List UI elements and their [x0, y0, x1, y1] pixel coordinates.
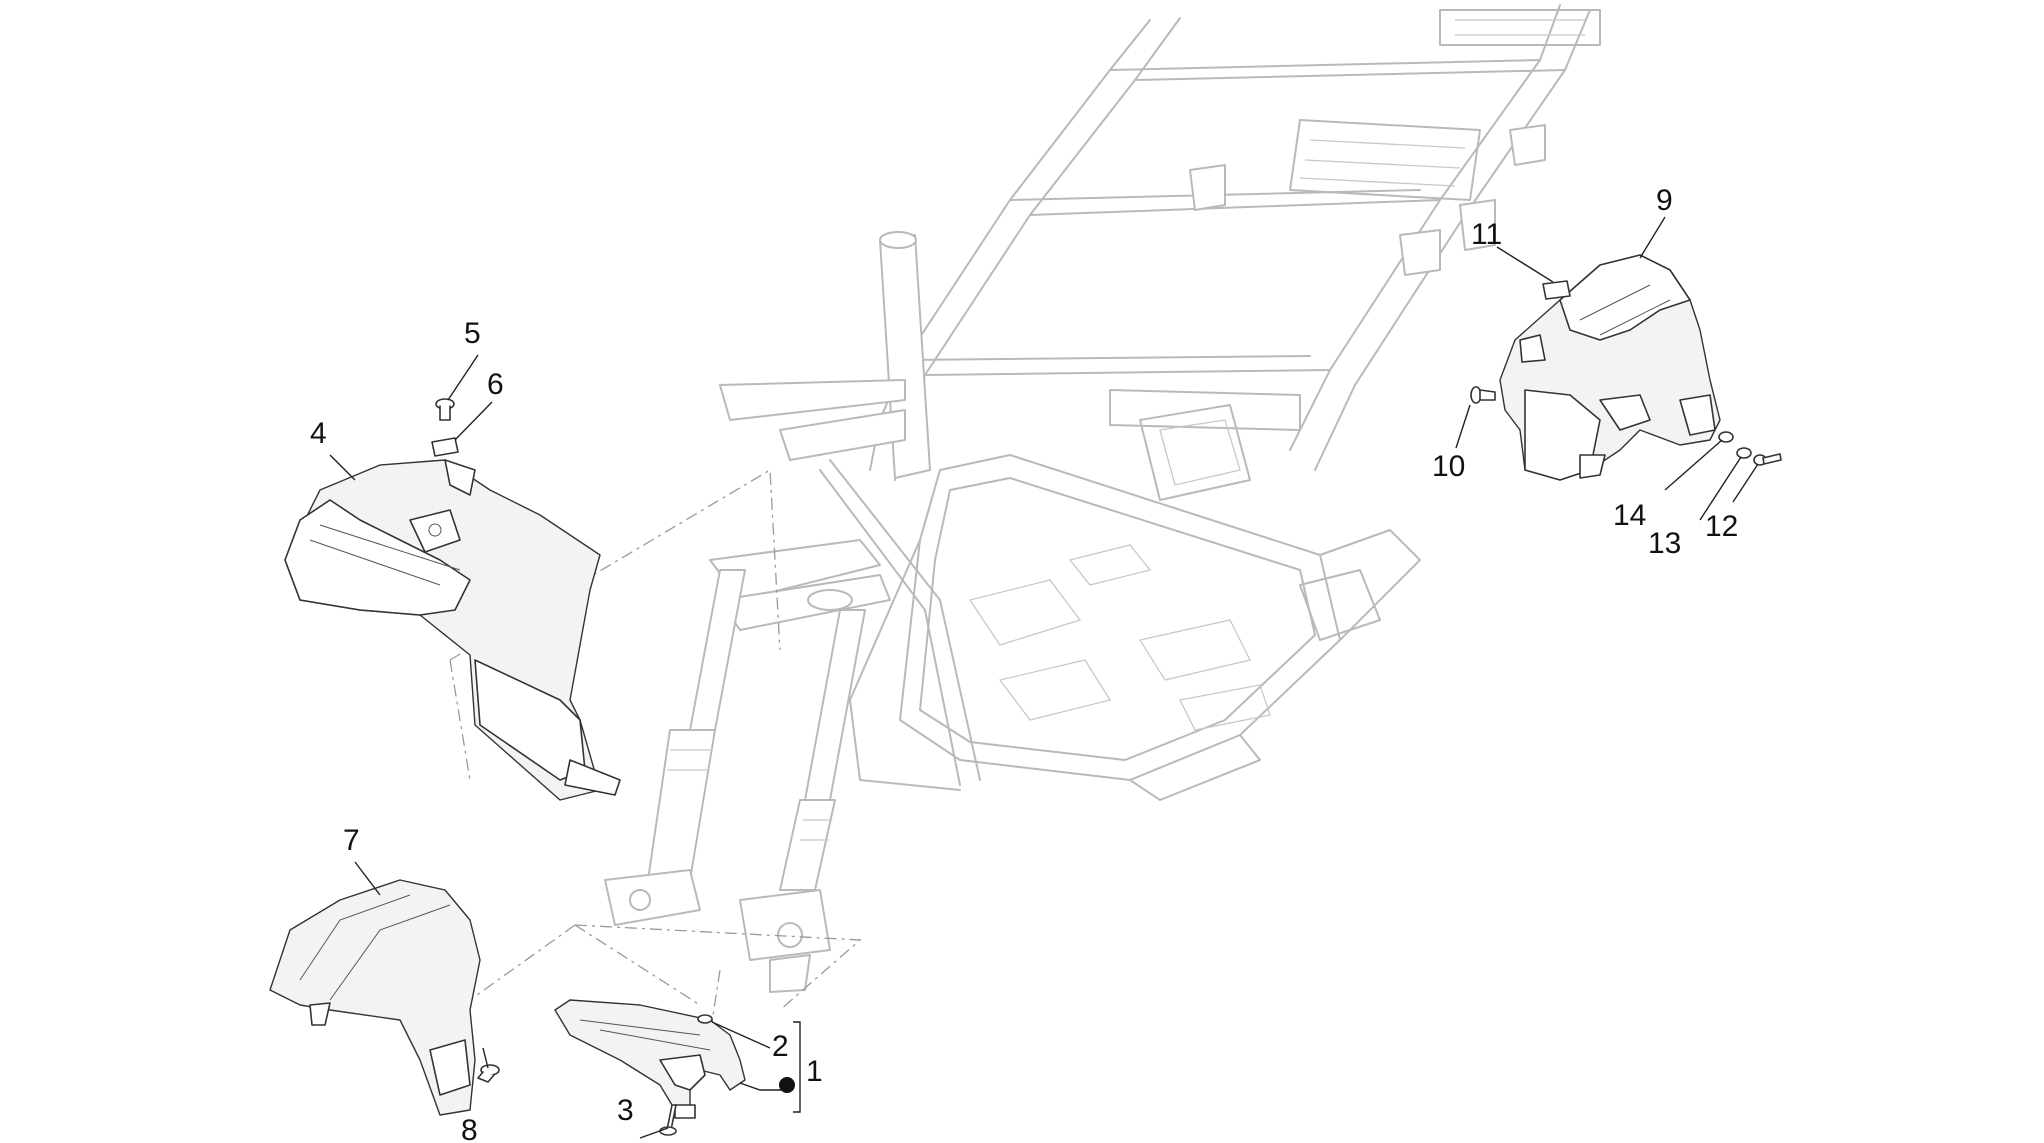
callout-10: 10 — [1432, 450, 1465, 483]
part-5-screw — [435, 398, 455, 421]
part-7-front-mudguard — [269, 879, 481, 1116]
steering-head-and-forks — [604, 231, 931, 993]
part-1-fork-guard — [554, 999, 746, 1119]
callout-8: 8 — [461, 1114, 478, 1143]
callout-14: 14 — [1613, 499, 1646, 532]
part-11-clip-nut — [1542, 280, 1571, 300]
part-8-screw — [477, 1064, 500, 1083]
callout-1: 1 — [806, 1055, 823, 1088]
part-4-front-splash-shield — [284, 459, 621, 801]
part-9-rear-mudguard — [1499, 254, 1721, 481]
part-14-spacer — [1718, 431, 1734, 443]
part-13-washer — [1736, 447, 1752, 459]
callout-6: 6 — [487, 368, 504, 401]
callout-4: 4 — [310, 417, 327, 450]
callout-5: 5 — [464, 317, 481, 350]
part-12-screw — [1753, 453, 1782, 466]
callout-2: 2 — [772, 1030, 789, 1063]
callout-labels: 1 2 3 4 5 6 7 8 9 10 11 12 13 14 — [310, 184, 1738, 1143]
callout-7: 7 — [343, 824, 360, 857]
callout-12: 12 — [1705, 510, 1738, 543]
callout-13: 13 — [1648, 527, 1681, 560]
part-6-clip-nut — [431, 437, 459, 457]
callout-9: 9 — [1656, 184, 1673, 217]
callout-11: 11 — [1471, 218, 1502, 251]
part-2-washer — [697, 1014, 713, 1024]
part-1-kit-marker — [779, 1077, 795, 1093]
callout-3: 3 — [617, 1094, 634, 1127]
callout-leader-lines — [329, 216, 1759, 1139]
part-10-screw — [1470, 386, 1496, 404]
scooter-frame — [819, 4, 1601, 801]
